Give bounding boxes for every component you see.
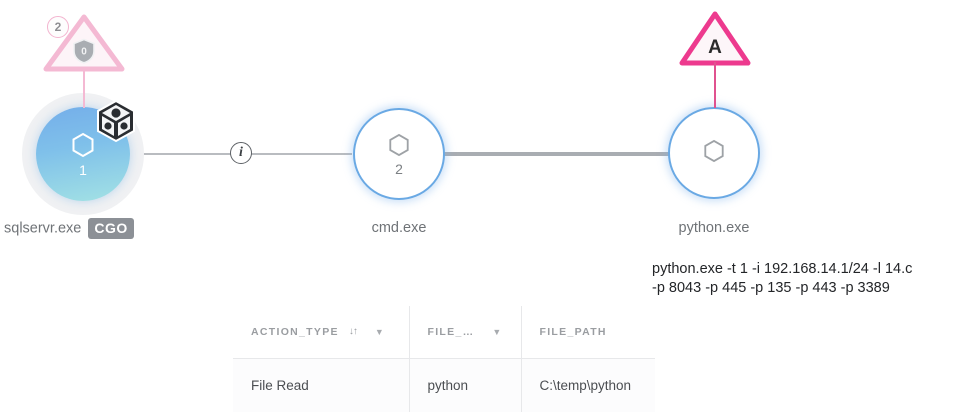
hexagon-icon xyxy=(72,132,94,157)
filter-icon[interactable]: ▼ xyxy=(374,326,386,337)
column-header-file-path[interactable]: FILE_PATH xyxy=(521,306,655,359)
hexagon-icon xyxy=(389,133,409,156)
column-header-action-type[interactable]: ACTION_TYPE ↓↑ ▼ xyxy=(233,306,410,359)
cell-file-path: C:\temp\python xyxy=(521,358,655,412)
table-row[interactable]: File Read python C:\temp\python xyxy=(233,358,655,412)
column-header-file-path-label: FILE_PATH xyxy=(539,325,607,338)
info-icon[interactable]: i xyxy=(230,142,252,164)
command-line-2: -p 8043 -p 445 -p 135 -p 443 -p 3389 xyxy=(652,280,890,296)
alert-python-stem xyxy=(714,62,716,108)
command-line-1: python.exe -t 1 -i 192.168.14.1/24 -l 14… xyxy=(652,261,913,277)
svg-text:0: 0 xyxy=(81,47,87,58)
edge-cmd-python[interactable] xyxy=(443,152,673,156)
node-python-circle[interactable] xyxy=(668,107,760,199)
alert-python-letter: A xyxy=(708,37,722,58)
alert-sqlservr-stem xyxy=(83,68,85,108)
node-cmd-label: cmd.exe xyxy=(371,220,427,236)
cell-file-name: python xyxy=(409,358,522,412)
filter-icon[interactable]: ▼ xyxy=(492,326,503,337)
sort-icon[interactable]: ↓↑ xyxy=(348,326,358,338)
alert-python[interactable]: A xyxy=(678,10,752,68)
alert-sqlservr[interactable]: 0 2 xyxy=(42,12,126,74)
cube-icon[interactable] xyxy=(95,99,137,148)
node-cmd-circle[interactable]: 2 xyxy=(353,108,445,200)
hexagon-icon xyxy=(704,139,724,162)
node-sqlservr-label-row: sqlservr.exe CGO xyxy=(4,218,134,239)
node-python-label: python.exe xyxy=(678,220,750,236)
events-table: ACTION_TYPE ↓↑ ▼ FILE_… ▼ FILE_PATH xyxy=(233,306,655,412)
cgo-badge[interactable]: CGO xyxy=(88,218,134,239)
shield-icon: 0 xyxy=(73,38,95,64)
column-header-action-type-label: ACTION_TYPE xyxy=(251,325,339,338)
alert-sqlservr-count: 2 xyxy=(54,20,62,34)
alert-sqlservr-count-badge[interactable]: 2 xyxy=(47,16,69,38)
cell-action-type: File Read xyxy=(233,358,410,412)
column-header-file-name-label: FILE_… xyxy=(427,325,475,338)
table-header-row: ACTION_TYPE ↓↑ ▼ FILE_… ▼ FILE_PATH xyxy=(233,306,655,359)
node-sqlservr-count: 1 xyxy=(79,161,87,178)
command-line-text: python.exe -t 1 -i 192.168.14.1/24 -l 14… xyxy=(652,260,912,298)
column-header-file-name[interactable]: FILE_… ▼ xyxy=(409,306,522,359)
info-icon-glyph: i xyxy=(239,145,243,160)
node-sqlservr-label: sqlservr.exe xyxy=(4,220,82,237)
node-cmd-count: 2 xyxy=(395,160,403,177)
